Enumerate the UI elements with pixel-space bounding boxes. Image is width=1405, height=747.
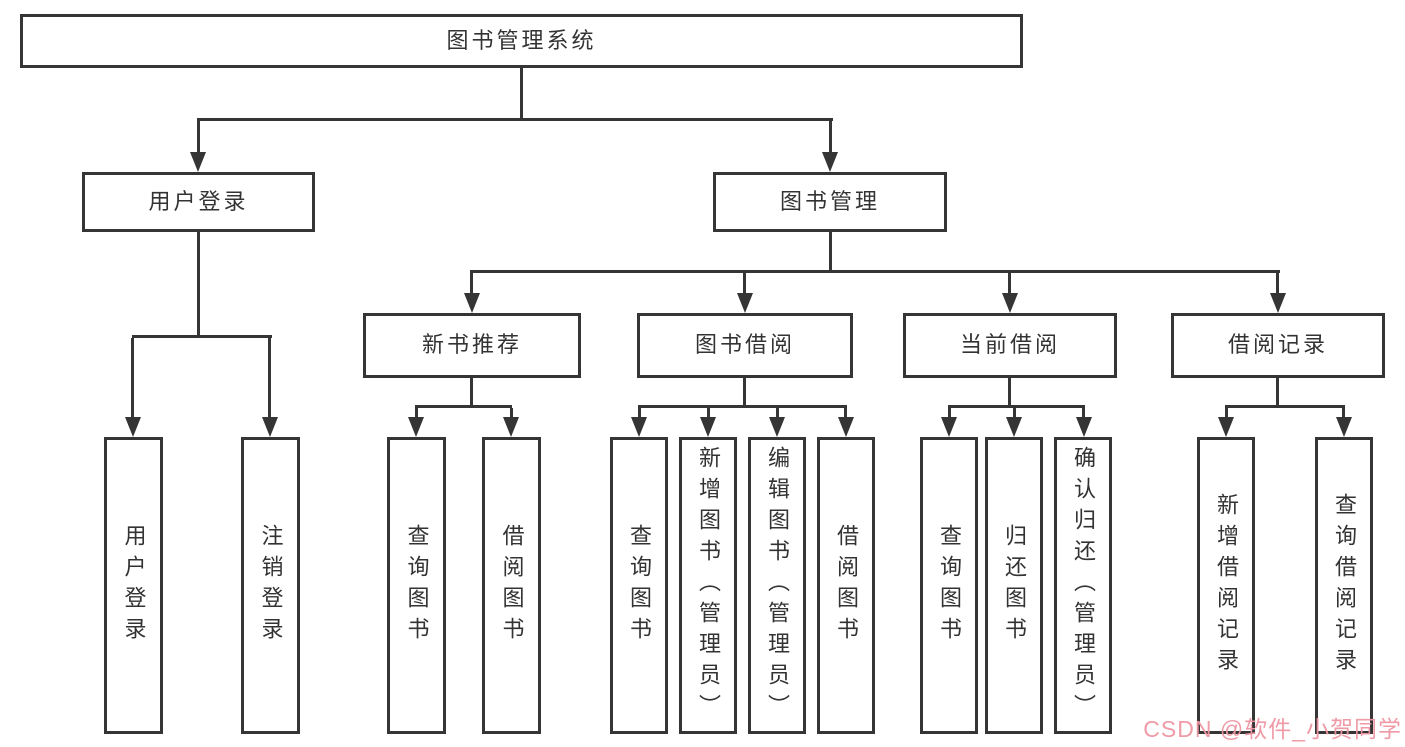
leaf-borrow-books-b: 借阅图书 xyxy=(817,437,875,734)
arrowhead-groupB-leaf1 xyxy=(631,417,647,437)
connector-groupC-bus xyxy=(948,405,1085,408)
leaf-add-books-admin: 新增图书（管理员） xyxy=(679,437,737,734)
leaf-add-borrow-record: 新增借阅记录 xyxy=(1197,437,1255,734)
leaf-query-books-b-label: 查询图书 xyxy=(627,523,652,648)
connector-groupB-drop4 xyxy=(844,408,847,418)
arrowhead-groupD-leaf1 xyxy=(1218,417,1234,437)
leaf-add-borrow-record-label: 新增借阅记录 xyxy=(1214,492,1239,679)
arrowhead-book-borrow xyxy=(737,293,753,313)
connector-groupC-drop3 xyxy=(1082,408,1085,418)
connector-groupD-drop1 xyxy=(1225,408,1228,418)
arrowhead-groupC-leaf2 xyxy=(1006,417,1022,437)
node-borrowing-records-label: 借阅记录 xyxy=(1227,332,1328,358)
arrowhead-leaf-logout xyxy=(262,417,278,437)
connector-drop-borrow-records xyxy=(1276,273,1279,293)
connector-drop-leaf-login xyxy=(131,338,134,417)
leaf-borrow-books-a: 借阅图书 xyxy=(482,437,541,734)
leaf-query-books-a: 查询图书 xyxy=(387,437,446,734)
connector-groupA-bus xyxy=(415,405,512,408)
arrowhead-leaf-login xyxy=(125,417,141,437)
connector-groupD-bus xyxy=(1225,405,1345,408)
arrowhead-groupB-leaf4 xyxy=(838,417,854,437)
arrowhead-user-login xyxy=(190,152,206,172)
connector-drop-user-login xyxy=(197,121,200,154)
arrowhead-groupA-leaf2 xyxy=(503,417,519,437)
leaf-return-books: 归还图书 xyxy=(985,437,1043,734)
arrowhead-book-mgmt xyxy=(822,152,838,172)
connector-groupD-drop2 xyxy=(1342,408,1345,418)
arrowhead-current-borrow xyxy=(1002,293,1018,313)
leaf-query-borrow-record: 查询借阅记录 xyxy=(1315,437,1373,734)
arrowhead-groupB-leaf3 xyxy=(769,417,785,437)
connector-root-stem xyxy=(520,68,523,118)
node-borrowing-records: 借阅记录 xyxy=(1171,313,1385,378)
leaf-edit-books-admin: 编辑图书（管理员） xyxy=(748,437,806,734)
node-current-borrowing-label: 当前借阅 xyxy=(959,332,1060,358)
node-new-book-recommend: 新书推荐 xyxy=(363,313,581,378)
leaf-query-borrow-record-label: 查询借阅记录 xyxy=(1332,492,1357,679)
leaf-return-books-label: 归还图书 xyxy=(1002,523,1027,648)
node-user-login: 用户登录 xyxy=(82,172,315,232)
connector-drop-book-borrow xyxy=(743,273,746,293)
connector-groupB-drop3 xyxy=(776,408,779,418)
connector-drop-book-mgmt xyxy=(829,121,832,154)
leaf-user-login: 用户登录 xyxy=(104,437,163,734)
node-root-label: 图书管理系统 xyxy=(446,27,597,53)
arrowhead-borrow-records xyxy=(1270,293,1286,313)
leaf-user-login-label: 用户登录 xyxy=(121,523,147,648)
leaf-query-books-c: 查询图书 xyxy=(920,437,978,734)
connector-groupB-drop2 xyxy=(707,408,710,418)
connector-drop-current-borrow xyxy=(1008,273,1011,293)
node-book-borrowing-label: 图书借阅 xyxy=(694,332,795,358)
leaf-borrow-books-a-label: 借阅图书 xyxy=(499,523,525,648)
arrowhead-groupB-leaf2 xyxy=(700,417,716,437)
leaf-borrow-books-b-label: 借阅图书 xyxy=(834,523,859,648)
watermark: CSDN @软件_小贺同学 xyxy=(1143,716,1402,742)
connector-user-login-bus xyxy=(132,335,272,338)
node-book-borrowing: 图书借阅 xyxy=(637,313,853,378)
arrowhead-new-book xyxy=(464,293,480,313)
node-user-login-label: 用户登录 xyxy=(148,188,249,214)
leaf-edit-books-admin-label: 编辑图书（管理员） xyxy=(765,446,790,725)
node-root: 图书管理系统 xyxy=(20,14,1023,68)
connector-book-mgmt-stem xyxy=(829,232,832,270)
connector-groupA-stem xyxy=(470,378,473,405)
leaf-logout-label: 注销登录 xyxy=(258,523,284,648)
arrowhead-groupA-leaf1 xyxy=(408,417,424,437)
connector-groupB-drop1 xyxy=(638,408,641,418)
connector-groupC-drop2 xyxy=(1013,408,1016,418)
connector-groupC-drop1 xyxy=(948,408,951,418)
connector-groupA-drop2 xyxy=(510,408,513,418)
leaf-logout: 注销登录 xyxy=(241,437,300,734)
node-book-management: 图书管理 xyxy=(713,172,947,232)
connector-groupB-stem xyxy=(743,378,746,405)
arrowhead-groupD-leaf2 xyxy=(1336,417,1352,437)
leaf-add-books-admin-label: 新增图书（管理员） xyxy=(696,446,721,725)
connector-level2-bus xyxy=(197,118,833,121)
connector-groupD-stem xyxy=(1276,378,1279,405)
connector-groupB-bus xyxy=(638,405,847,408)
connector-user-login-stem xyxy=(197,232,200,335)
connector-drop-leaf-logout xyxy=(268,338,271,417)
leaf-query-books-b: 查询图书 xyxy=(610,437,668,734)
arrowhead-groupC-leaf3 xyxy=(1076,417,1092,437)
leaf-confirm-return-admin-label: 确认归还（管理员） xyxy=(1071,446,1096,725)
arrowhead-groupC-leaf1 xyxy=(941,417,957,437)
node-current-borrowing: 当前借阅 xyxy=(903,313,1117,378)
node-book-management-label: 图书管理 xyxy=(779,188,880,214)
leaf-query-books-c-label: 查询图书 xyxy=(937,523,962,648)
leaf-confirm-return-admin: 确认归还（管理员） xyxy=(1054,437,1112,734)
node-new-book-recommend-label: 新书推荐 xyxy=(421,332,522,358)
connector-groupC-stem xyxy=(1008,378,1011,405)
connector-drop-new-book xyxy=(470,273,473,293)
connector-level3-bus xyxy=(470,270,1280,273)
leaf-query-books-a-label: 查询图书 xyxy=(404,523,430,648)
connector-groupA-drop1 xyxy=(415,408,418,418)
